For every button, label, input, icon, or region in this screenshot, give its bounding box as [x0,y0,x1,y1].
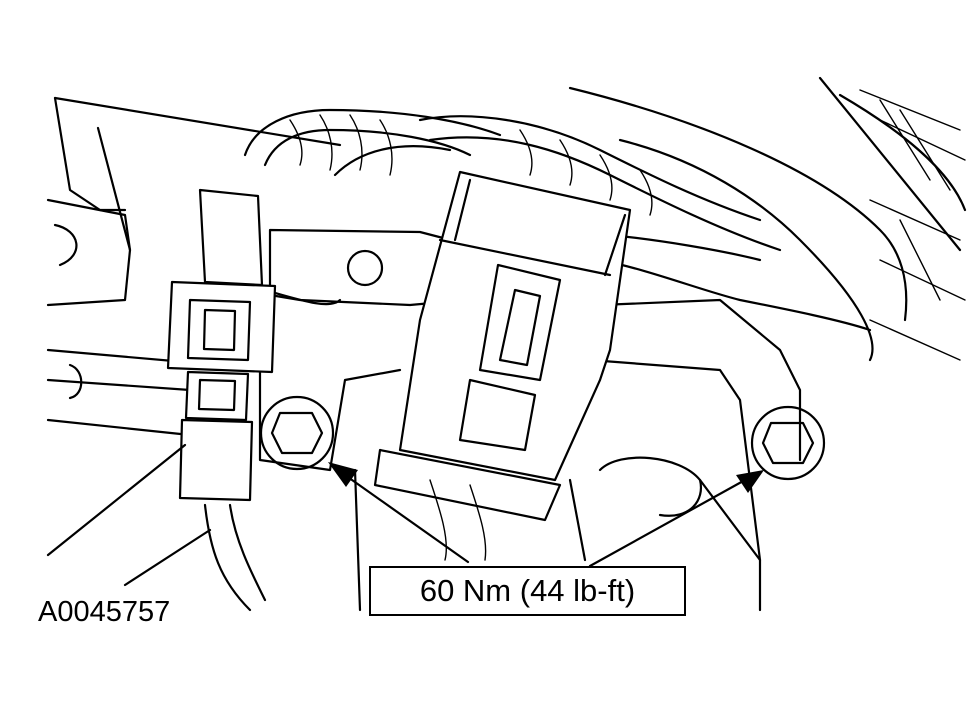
reference-leader-lines [46,443,212,587]
arrow-head-left [328,462,358,487]
left-electrical-connector [166,188,277,612]
right-bolt [750,405,826,481]
torque-callout-arrows [328,462,764,568]
center-electrical-connector [373,170,632,561]
body-panel-lines [46,76,967,437]
figure-id-label: A0045757 [38,596,171,628]
left-bolt [259,395,335,471]
arrow-head-right [736,470,764,493]
wire-harness [243,108,872,332]
torque-spec-label: 60 Nm (44 lb-ft) [419,573,636,608]
torque-spec-callout: 60 Nm (44 lb-ft) [369,566,686,616]
